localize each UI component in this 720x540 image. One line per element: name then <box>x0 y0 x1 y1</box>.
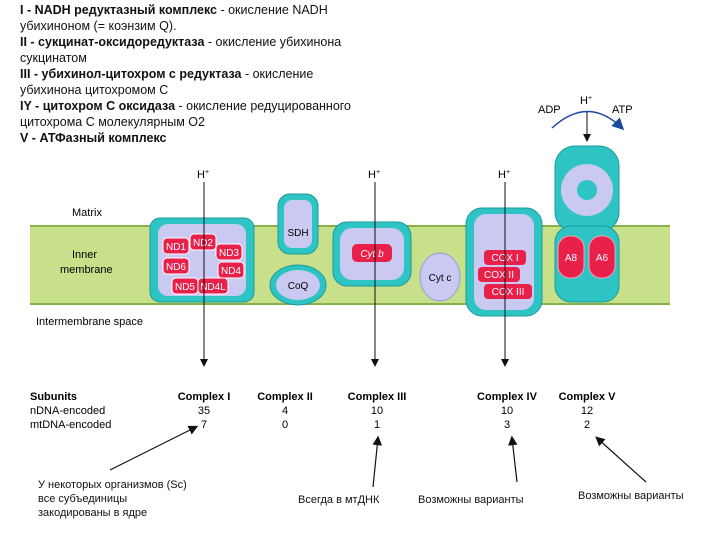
inner-membrane-label-2: membrane <box>60 264 113 276</box>
complex-v-ndna: 12 <box>581 405 593 417</box>
legend-row: I - NADH редуктазный комплекс - окислени… <box>20 3 328 17</box>
note-nuclear-encoded: У некоторых организмов (Sc) все субъедин… <box>38 479 187 519</box>
nd6-label: ND6 <box>166 262 186 273</box>
proton-label-i: H+ <box>197 169 209 181</box>
complex-legend: I - NADH редуктазный комплекс - окислени… <box>20 2 490 146</box>
cyt-b-label: Cyt b <box>360 249 384 260</box>
legend-row: IY - цитохром С оксидаза - окисление ред… <box>20 99 352 113</box>
proton-label-iv: H+ <box>498 169 510 181</box>
complex-ii-mtdna: 0 <box>282 419 288 431</box>
complex-iii-ndna: 10 <box>371 405 383 417</box>
col-complex-v: Complex V <box>559 391 617 403</box>
matrix-label: Matrix <box>72 207 102 219</box>
legend-row: сукцинатом <box>20 51 87 65</box>
inner-membrane-label-1: Inner <box>72 249 97 261</box>
cytochrome-c: Cyt c <box>419 252 461 302</box>
coq-label: CoQ <box>288 281 309 292</box>
complex-v-mtdna: 2 <box>584 419 590 431</box>
nd1-label: ND1 <box>166 242 186 253</box>
complex-iv: COX I COX II COX III <box>465 207 543 317</box>
complex-ii: SDH CoQ <box>269 193 327 306</box>
nd5-label: ND5 <box>175 282 195 293</box>
nd4-label: ND4 <box>221 266 241 277</box>
atp-synthesis: ADP ATP H+ <box>538 95 633 142</box>
col-complex-ii: Complex II <box>257 391 313 403</box>
adp-label: ADP <box>538 104 561 116</box>
table-row-ndna: nDNA-encoded <box>30 405 105 417</box>
proton-label-iii: H+ <box>368 169 380 181</box>
proton-label-v: H+ <box>580 95 592 107</box>
complex-iii: Cyt b <box>332 221 412 287</box>
col-complex-i: Complex I <box>178 391 231 403</box>
sdh-label: SDH <box>287 228 308 239</box>
complex-i: ND1 ND2 ND3 ND6 ND4 ND5 ND4L <box>149 217 255 303</box>
complex-i-mtdna: 7 <box>201 419 207 431</box>
complex-iv-mtdna: 3 <box>504 419 510 431</box>
cox-ii-label: COX II <box>484 270 514 281</box>
proton-pumps <box>200 182 509 367</box>
legend-row: III - убихинол-цитохром с редуктаза - ок… <box>20 67 314 81</box>
intermembrane-space-label: Intermembrane space <box>36 316 143 328</box>
cox-iii-label: COX III <box>492 287 525 298</box>
legend-row: цитохрома С молекулярным О2 <box>20 115 205 129</box>
a8-label: A8 <box>565 253 578 264</box>
complex-v: A8 A6 <box>554 145 620 303</box>
legend-row: убихинона цитохромом С <box>20 83 169 97</box>
legend-row: II - сукцинат-оксидоредуктаза - окислени… <box>20 35 342 49</box>
note-variants-v: Возможны варианты <box>578 490 684 502</box>
complex-i-ndna: 35 <box>198 405 210 417</box>
nd3-label: ND3 <box>219 248 239 259</box>
nd4l-label: ND4L <box>200 282 226 293</box>
note-variants-iv: Возможны варианты <box>418 494 524 506</box>
note-always-mtdna: Всегда в мтДНК <box>298 494 380 506</box>
complex-iv-ndna: 10 <box>501 405 513 417</box>
complex-iii-mtdna: 1 <box>374 419 380 431</box>
nd2-label: ND2 <box>193 238 213 249</box>
annotation-arrows <box>109 425 647 488</box>
a6-label: A6 <box>596 253 609 264</box>
col-complex-iv: Complex IV <box>477 391 538 403</box>
cyt-c-label: Cyt c <box>429 273 452 284</box>
table-header-subunits: Subunits <box>30 391 77 403</box>
atp-label: ATP <box>612 104 633 116</box>
legend-row: убихиноном (= коэнзим Q). <box>20 19 177 33</box>
legend-row: V - АТФазный комплекс <box>20 131 167 145</box>
col-complex-iii: Complex III <box>348 391 407 403</box>
table-row-mtdna: mtDNA-encoded <box>30 419 111 431</box>
subunit-table: Subunits nDNA-encoded mtDNA-encoded Comp… <box>30 391 616 431</box>
complex-ii-ndna: 4 <box>282 405 288 417</box>
